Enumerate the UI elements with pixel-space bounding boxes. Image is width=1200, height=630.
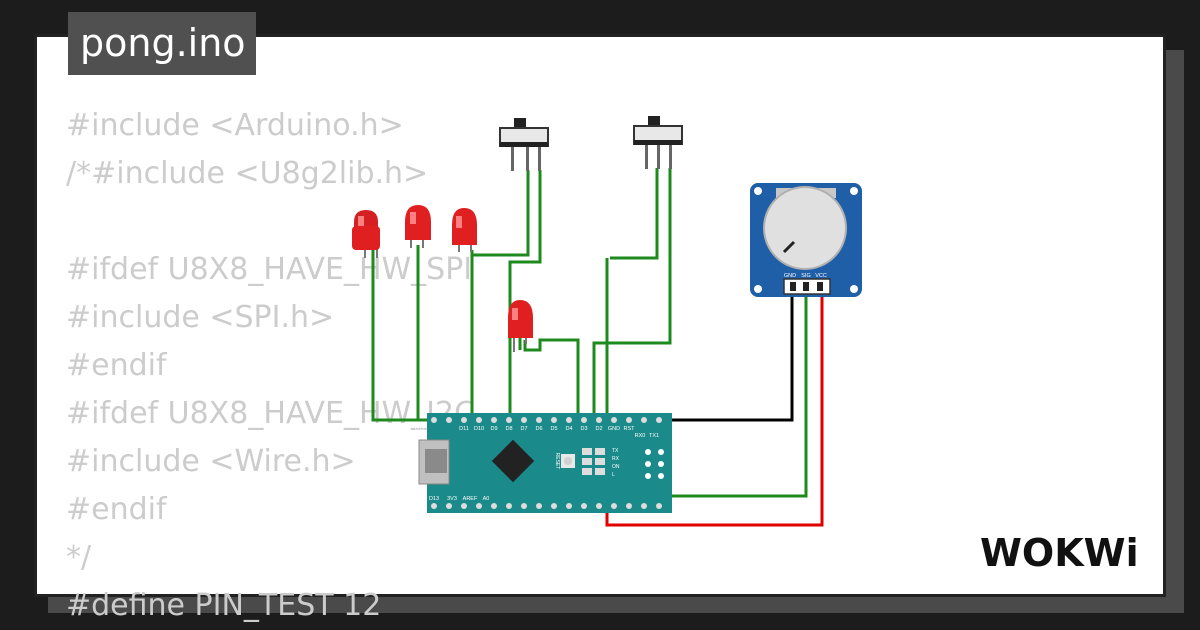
pin-label: D4 (565, 426, 572, 432)
code-line: #define PIN_TEST 12 (66, 588, 382, 623)
pin-label: TX1 (649, 433, 659, 439)
red-wire (605, 286, 824, 527)
pin-label: D13 (429, 496, 439, 502)
circuit-diagram: GND SIG VCC RESET TX RX ON L (352, 116, 862, 527)
pin-label: D10 (474, 426, 484, 432)
code-line: #include <SPI.h> (66, 300, 335, 335)
arduino-nano-board[interactable]: RESET TX RX ON L D12 (415, 413, 672, 513)
slide-switch-left[interactable] (499, 118, 549, 171)
pin-label: D7 (520, 426, 527, 432)
bottom-pin-row (431, 503, 662, 509)
pot-pin-sig: SIG (801, 273, 810, 279)
pin-label: RX0 (635, 433, 646, 439)
wokwi-logo: WOKWi (980, 531, 1139, 575)
pot-pin-vcc: VCC (815, 273, 827, 279)
pin-label: A0 (483, 496, 490, 502)
icsp-header (645, 449, 664, 479)
wokwi-logo-text: WOKWi (980, 531, 1139, 575)
potentiometer-module[interactable]: GND SIG VCC (750, 183, 862, 297)
pin-label: D3 (580, 426, 587, 432)
pin-label: D6 (535, 426, 542, 432)
led-label-on: ON (612, 464, 620, 470)
red-led-2[interactable] (405, 205, 431, 248)
code-preview: #include <Arduino.h> /*#include <U8g2lib… (66, 102, 766, 630)
code-line: #include <Arduino.h> (66, 108, 404, 143)
led-label-l: L (612, 472, 615, 478)
slide-switch-right[interactable] (633, 116, 683, 169)
pin-label: 3V3 (447, 496, 457, 502)
red-led-4[interactable] (508, 300, 533, 352)
pin-label: D8 (505, 426, 512, 432)
pin-label: D2 (595, 426, 602, 432)
code-line: /*#include <U8g2lib.h> (66, 156, 429, 191)
pin-label: AREF (463, 496, 478, 502)
code-line: #endif (66, 492, 167, 527)
code-line: #ifdef U8X8_HAVE_HW_I2C (66, 396, 476, 431)
pin-label: D12 (415, 426, 425, 432)
pin-label: RST (624, 426, 636, 432)
black-wire (612, 286, 794, 422)
red-led-1[interactable] (352, 210, 380, 258)
pot-pin-gnd: GND (784, 273, 796, 279)
code-line: #include <Wire.h> (66, 444, 356, 479)
file-name-tab[interactable]: pong.ino (68, 12, 256, 75)
reset-label: RESET (554, 453, 560, 470)
led-label-rx: RX (612, 456, 620, 462)
pin-label: D5 (550, 426, 557, 432)
pin-label: GND (608, 426, 620, 432)
code-line: */ (66, 540, 92, 575)
pot-knob[interactable] (763, 186, 847, 270)
code-line: #endif (66, 348, 167, 383)
pin-label: D9 (490, 426, 497, 432)
top-pin-row (431, 417, 662, 423)
code-line: #ifdef U8X8_HAVE_HW_SPI (66, 252, 473, 287)
led-label-tx: TX (612, 448, 619, 454)
red-led-3[interactable] (452, 208, 477, 252)
pin-label: D11 (459, 426, 469, 432)
